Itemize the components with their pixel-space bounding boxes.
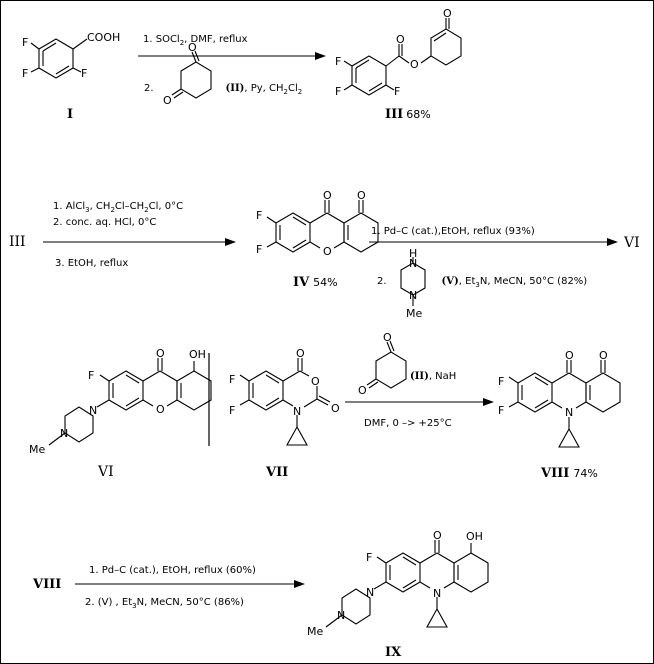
atom-N: N [565, 406, 573, 419]
atom-Me: Me [29, 443, 45, 456]
atom-O: O [383, 331, 392, 344]
compound-III-structure: O O O F F F [335, 7, 462, 98]
atom-O: O [156, 403, 165, 416]
atom-F: F [229, 373, 235, 386]
step2-condition-3: 3. EtOH, reflux [55, 258, 128, 269]
atom-F: F [229, 404, 235, 417]
atom-O: O [323, 245, 332, 258]
atom-OH: OH [466, 530, 483, 543]
step5-condition-1: 1. Pd–C (cat.), EtOH, reflux (60%) [89, 565, 256, 576]
atom-N: N [293, 405, 301, 418]
atom-O: O [565, 349, 574, 362]
atom-F: F [256, 209, 262, 222]
compound-label-VII: VII [265, 465, 288, 480]
atom-O: O [323, 189, 332, 202]
row2-start-III: III [9, 234, 26, 250]
step2-condition-2: 2. conc. aq. HCl, 0°C [53, 217, 156, 228]
compound-VII-structure: O O O N F F [229, 347, 340, 446]
atom-COOH: COOH [87, 31, 120, 44]
compound-VI-structure: O OH O F N N Me [29, 347, 212, 456]
atom-N: N [409, 257, 417, 270]
step4-condition-2: DMF, 0 –> +25°C [364, 418, 452, 429]
reagent-V-structure: H N N Me [400, 247, 426, 320]
compound-label-IX: IX [385, 645, 402, 660]
atom-H: H [409, 247, 417, 260]
step2-condition-1: 1. AlCl3, CH2Cl–CH2Cl, 0°C [53, 201, 183, 214]
atom-F: F [366, 551, 372, 564]
row4-start-VIII: VIII [32, 577, 61, 592]
atom-F: F [498, 375, 504, 388]
atom-F: F [256, 243, 262, 256]
atom-N: N [60, 427, 68, 440]
atom-O: O [188, 41, 197, 54]
atom-N: N [337, 609, 345, 622]
atom-N: N [433, 587, 441, 600]
atom-F: F [335, 55, 341, 68]
atom-O: O [156, 347, 165, 360]
atom-F: F [88, 369, 94, 382]
atom-F: F [22, 36, 28, 49]
step4-condition-1: (II), NaH [410, 371, 456, 382]
atom-F: F [498, 404, 504, 417]
atom-F: F [22, 67, 28, 80]
step3-condition-2: 2.(V), Et3N, MeCN, 50°C (82%) [377, 276, 587, 289]
reaction-arrow-step4 [345, 398, 494, 406]
atom-O: O [311, 375, 320, 388]
reaction-arrow-step3 [369, 238, 618, 246]
step5-condition-2: 2. (V) , Et3N, MeCN, 50°C (86%) [85, 597, 244, 610]
atom-O: O [296, 347, 305, 360]
step3-condition-1: 1. Pd–C (cat.),EtOH, reflux (93%) [371, 226, 535, 237]
step1-condition-2: 2.(II), Py, CH2Cl2 [144, 83, 302, 96]
reaction-arrow-step1 [138, 52, 326, 60]
atom-O: O [599, 349, 608, 362]
compound-label-I: I [67, 107, 73, 122]
reagent-II-structure: O O [163, 41, 212, 107]
atom-O: O [163, 94, 172, 107]
atom-O: O [410, 58, 419, 71]
compound-I-structure: COOH F F F [22, 31, 120, 80]
atom-F: F [394, 85, 400, 98]
atom-N: N [409, 289, 417, 302]
compound-IV-structure: O O O F F [256, 189, 379, 258]
atom-O: O [331, 402, 340, 415]
atom-N: N [366, 586, 374, 599]
atom-F: F [335, 85, 341, 98]
row2-end-VI: VI [623, 235, 640, 251]
step1-condition-1: 1. SOCl2, DMF, reflux [143, 34, 248, 47]
atom-F: F [81, 67, 87, 80]
atom-O: O [357, 189, 366, 202]
compound-IX-structure: O OH N F N N Me [307, 529, 489, 638]
atom-Me: Me [406, 307, 422, 320]
reagent-II-structure-row3: O O [358, 331, 407, 397]
compound-VIII-structure: O O N F F [498, 349, 621, 448]
atom-O: O [433, 529, 442, 542]
atom-O: O [443, 7, 452, 20]
atom-N: N [89, 404, 97, 417]
atom-O: O [396, 33, 405, 46]
atom-O: O [358, 384, 367, 397]
atom-OH: OH [189, 348, 206, 361]
atom-Me: Me [307, 625, 323, 638]
reaction-arrow-step2 [43, 238, 236, 246]
compound-label-VI: VI [97, 464, 114, 480]
reaction-arrow-step5 [75, 580, 305, 588]
